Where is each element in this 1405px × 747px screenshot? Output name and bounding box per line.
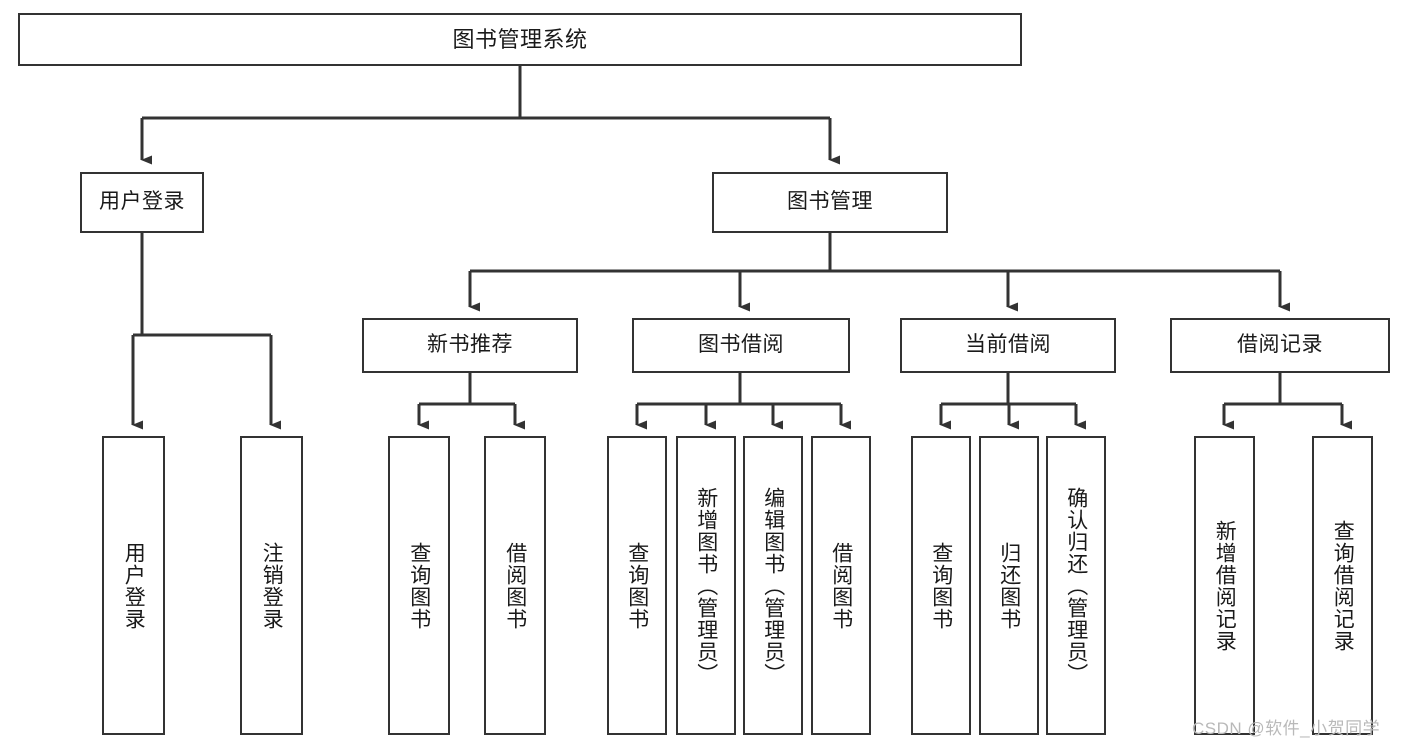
- leaf-nb-borrow-book[interactable]: 借阅图书: [484, 436, 546, 735]
- node-label: 新书推荐: [427, 333, 513, 357]
- leaf-br-query-record[interactable]: 查询借阅记录: [1312, 436, 1373, 735]
- node-label: 查询图书: [625, 541, 649, 630]
- node-label: 图书借阅: [698, 333, 784, 357]
- node-label: 借阅图书: [829, 541, 853, 630]
- node-label: 借阅记录: [1237, 333, 1323, 357]
- node-user-login[interactable]: 用户登录: [80, 172, 204, 233]
- leaf-br-add-record[interactable]: 新增借阅记录: [1194, 436, 1255, 735]
- node-root-system[interactable]: 图书管理系统: [18, 13, 1022, 66]
- node-label: 当前借阅: [965, 333, 1051, 357]
- node-current-borrow[interactable]: 当前借阅: [900, 318, 1116, 373]
- leaf-cb-return-book[interactable]: 归还图书: [979, 436, 1039, 735]
- node-label: 用户登录: [122, 541, 146, 630]
- node-label: 注销登录: [260, 541, 284, 630]
- node-label: 图书管理系统: [452, 26, 588, 52]
- node-book-management[interactable]: 图书管理: [712, 172, 948, 233]
- leaf-cb-query-book[interactable]: 查询图书: [911, 436, 971, 735]
- node-label: 图书管理: [787, 190, 873, 214]
- leaf-cb-confirm-return-admin[interactable]: 确认归还（管理员）: [1046, 436, 1106, 735]
- node-label: 确认归还（管理员）: [1064, 486, 1088, 685]
- node-label: 归还图书: [997, 541, 1021, 630]
- node-book-borrow[interactable]: 图书借阅: [632, 318, 850, 373]
- node-label: 查询借阅记录: [1331, 519, 1355, 652]
- leaf-bb-query-book[interactable]: 查询图书: [607, 436, 667, 735]
- node-label: 借阅图书: [503, 541, 527, 630]
- leaf-nb-query-book[interactable]: 查询图书: [388, 436, 450, 735]
- node-label: 新增图书（管理员）: [694, 486, 718, 685]
- leaf-bb-edit-book-admin[interactable]: 编辑图书（管理员）: [743, 436, 803, 735]
- node-label: 查询图书: [929, 541, 953, 630]
- node-label: 新增借阅记录: [1213, 519, 1237, 652]
- node-label: 用户登录: [99, 190, 185, 214]
- node-new-book-recommend[interactable]: 新书推荐: [362, 318, 578, 373]
- node-label: 编辑图书（管理员）: [761, 486, 785, 685]
- leaf-bb-add-book-admin[interactable]: 新增图书（管理员）: [676, 436, 736, 735]
- leaf-user-login[interactable]: 用户登录: [102, 436, 165, 735]
- leaf-logout[interactable]: 注销登录: [240, 436, 303, 735]
- node-label: 查询图书: [407, 541, 431, 630]
- node-borrow-record[interactable]: 借阅记录: [1170, 318, 1390, 373]
- csdn-watermark: CSDN @软件_小贺同学: [1192, 719, 1381, 738]
- leaf-bb-borrow-book[interactable]: 借阅图书: [811, 436, 871, 735]
